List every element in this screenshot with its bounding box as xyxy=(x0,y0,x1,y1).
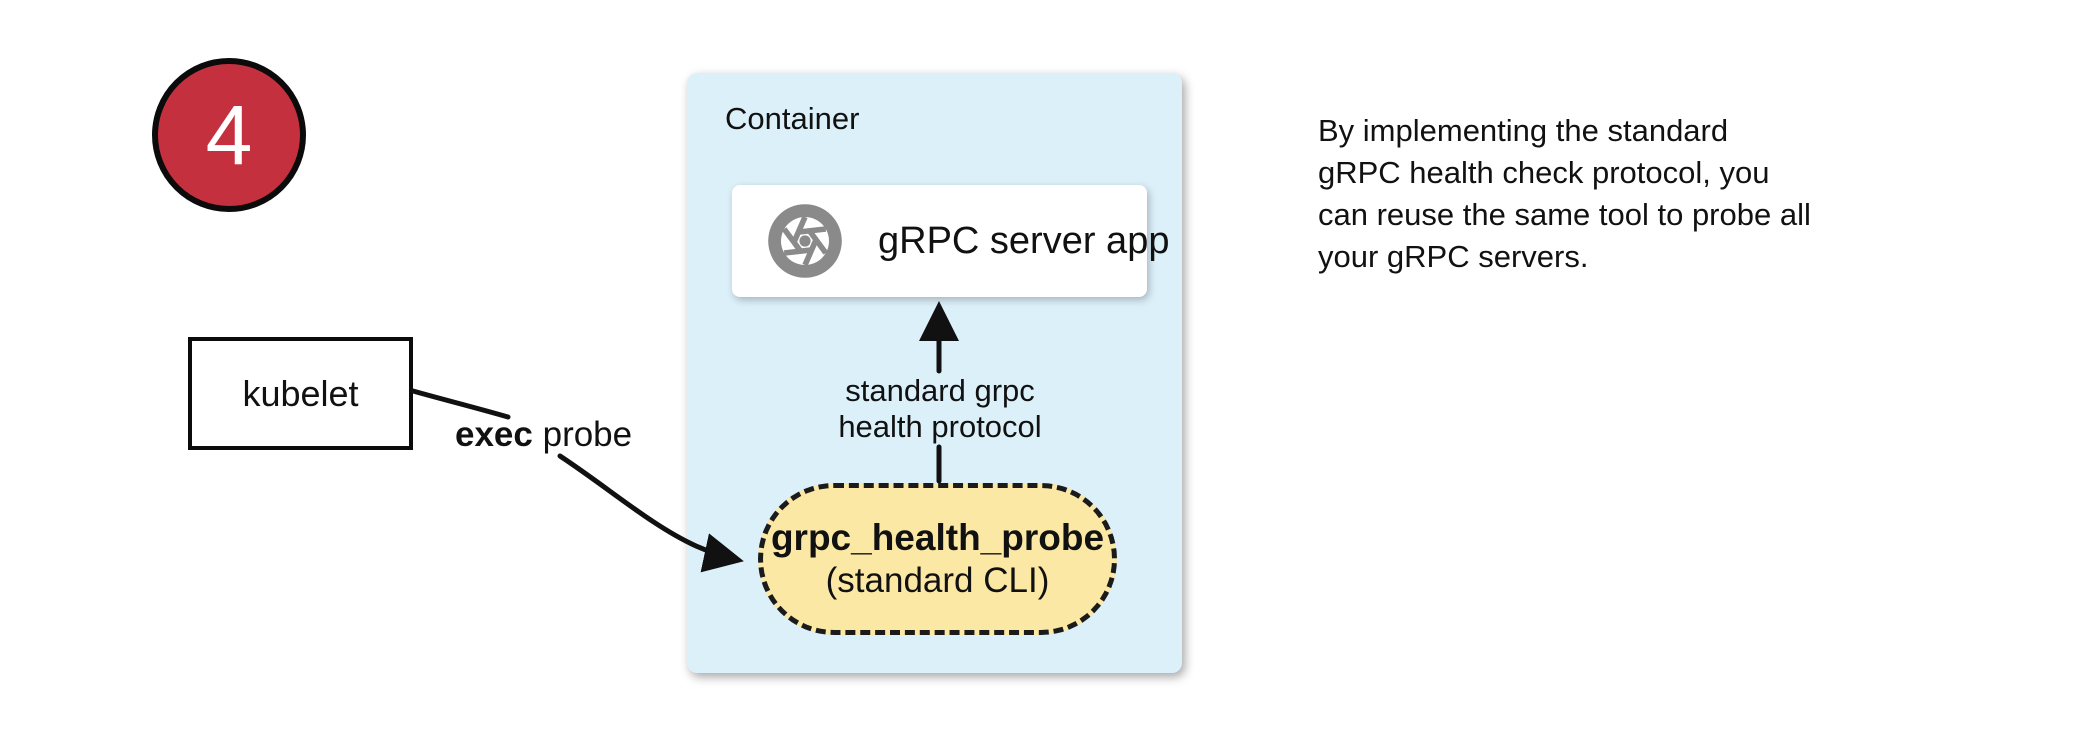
exec-probe-label-rest: probe xyxy=(532,415,633,454)
step-number: 4 xyxy=(205,88,253,182)
probe-pill: grpc_health_probe (standard CLI) xyxy=(758,483,1117,635)
grpc-aperture-icon xyxy=(768,204,842,278)
probe-pill-subtitle: (standard CLI) xyxy=(825,561,1050,600)
exec-probe-arrow-segment-a xyxy=(410,388,511,420)
probe-pill-title: grpc_health_probe xyxy=(770,517,1105,558)
container-title: Container xyxy=(725,101,860,136)
health-protocol-label: standard grpc health protocol xyxy=(838,373,1042,444)
step-badge: 4 xyxy=(152,58,306,212)
kubelet-box: kubelet xyxy=(188,337,413,450)
grpc-server-box: gRPC server app xyxy=(732,185,1169,297)
exec-probe-label-bold: exec xyxy=(455,415,533,454)
grpc-server-label: gRPC server app xyxy=(878,219,1170,262)
exec-probe-label: exec probe xyxy=(455,415,632,455)
container-box: Container gRPC server app grpc_health_pr… xyxy=(687,73,1182,673)
kubelet-label: kubelet xyxy=(242,372,359,414)
side-note-text: By implementing the standard gRPC health… xyxy=(1318,113,1811,274)
